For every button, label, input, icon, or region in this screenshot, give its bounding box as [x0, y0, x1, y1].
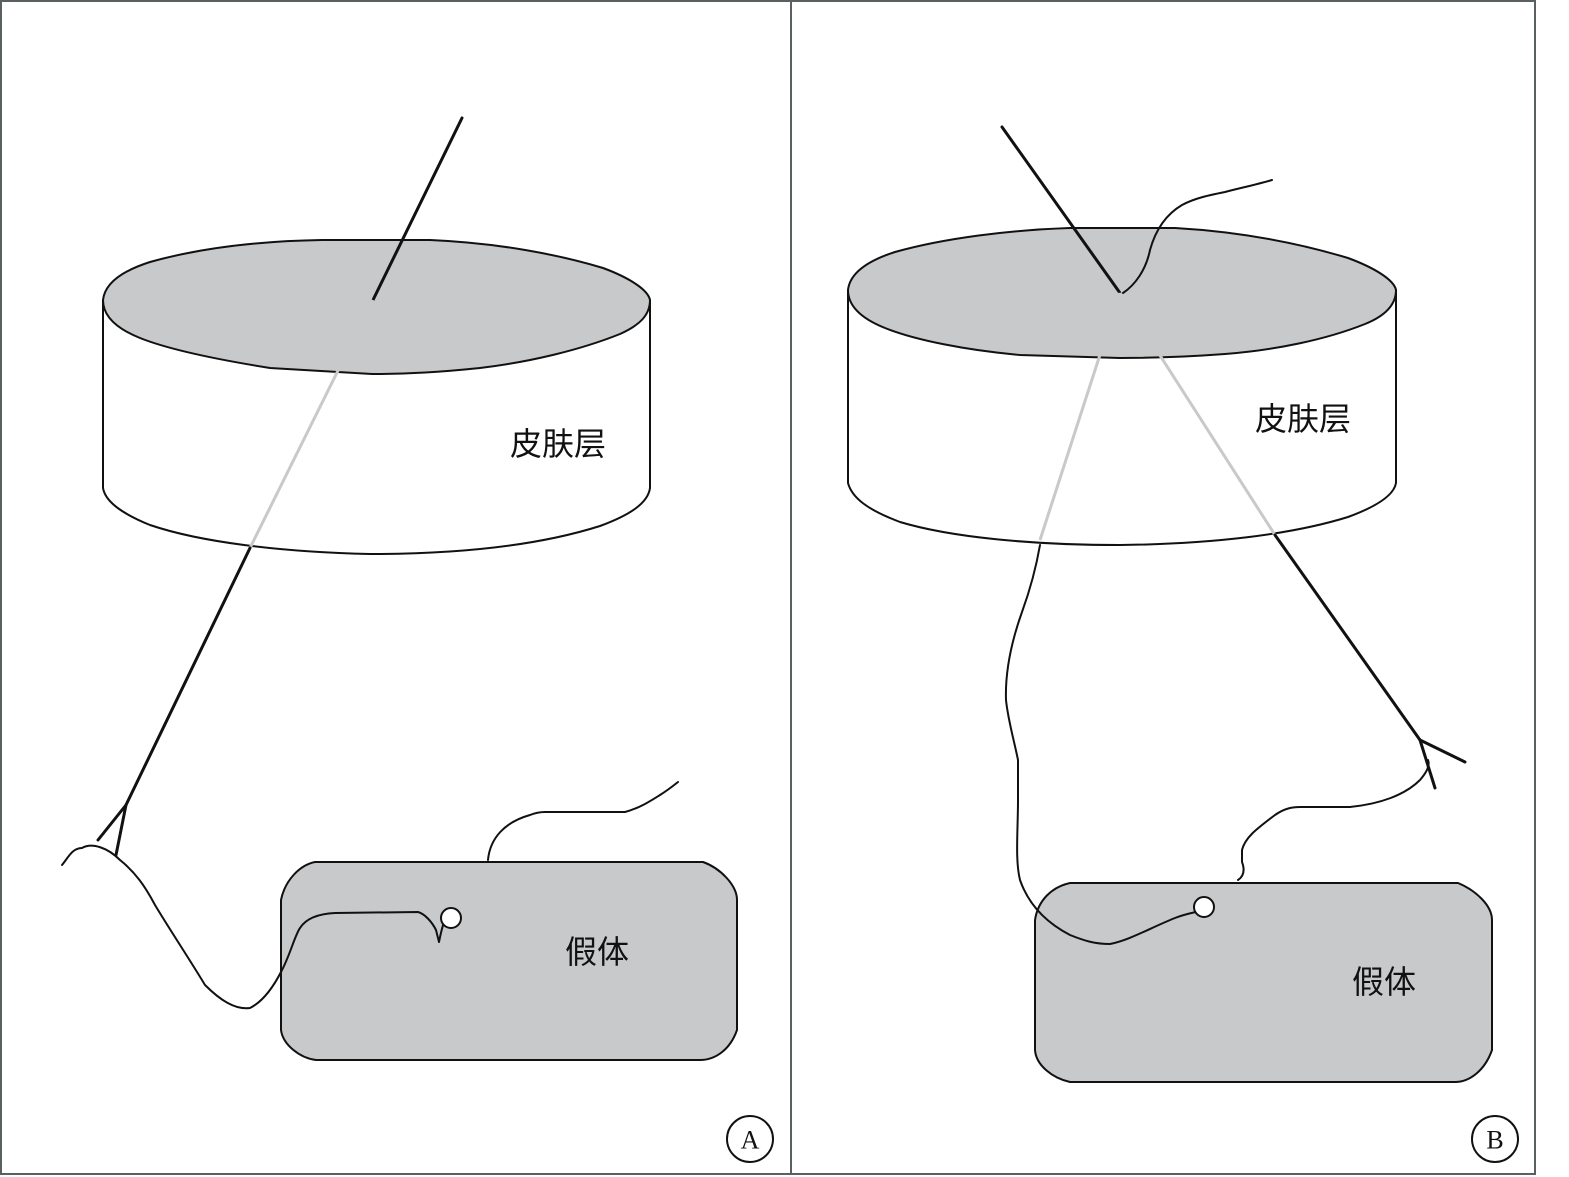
knot-a	[440, 907, 462, 929]
badge-text-a: A	[741, 1126, 760, 1155]
needle-tip-down-b	[1418, 738, 1437, 790]
badge-circle-b	[1471, 1115, 1519, 1163]
badge-a: A	[726, 1115, 774, 1163]
panel-a: 皮肤层 假体 A	[0, 0, 792, 1175]
thread-right-b	[1237, 759, 1430, 881]
needle-visible-bottom-a	[124, 546, 252, 807]
needle-hidden-a	[248, 299, 375, 549]
needle-tip-left-a	[96, 803, 128, 842]
needle-hidden-right-b	[1118, 292, 1277, 536]
skin-layer-b	[847, 227, 1397, 546]
skin-side-outline-b	[847, 289, 1397, 546]
needle-visible-top-b	[1000, 125, 1122, 295]
needle-tip-right-b	[1418, 738, 1467, 764]
needle-a	[96, 116, 464, 857]
skin-top-a	[102, 239, 651, 375]
needle-hidden-left-b	[1038, 292, 1122, 541]
skin-side-b	[848, 290, 1396, 544]
needle-visible-right-b	[1273, 533, 1422, 742]
badge-b: B	[1471, 1115, 1519, 1163]
needle-visible-top-a	[371, 116, 464, 302]
badge-circle-a	[726, 1115, 774, 1163]
thread-top-b	[1122, 179, 1273, 294]
implant-b	[1034, 882, 1493, 1083]
suture-thread-b	[1004, 544, 1201, 945]
skin-side-outline-a	[102, 299, 651, 555]
knot-b	[1193, 896, 1215, 918]
implant-label-a: 假体	[565, 933, 629, 971]
implant-a	[280, 861, 738, 1061]
needle-tip-right-a	[114, 803, 128, 857]
skin-label-a: 皮肤层	[510, 425, 606, 463]
thread-tail-a	[487, 781, 679, 861]
panel-b: 皮肤层 假体 B	[790, 0, 1536, 1175]
needles-b	[1000, 125, 1467, 790]
skin-layer-a	[102, 239, 651, 555]
badge-text-b: B	[1486, 1126, 1503, 1155]
suture-thread-a	[61, 844, 446, 1010]
implant-body-b	[1034, 882, 1493, 1083]
implant-body-a	[280, 861, 738, 1061]
implant-label-b: 假体	[1352, 963, 1416, 1001]
skin-label-b: 皮肤层	[1255, 400, 1351, 438]
